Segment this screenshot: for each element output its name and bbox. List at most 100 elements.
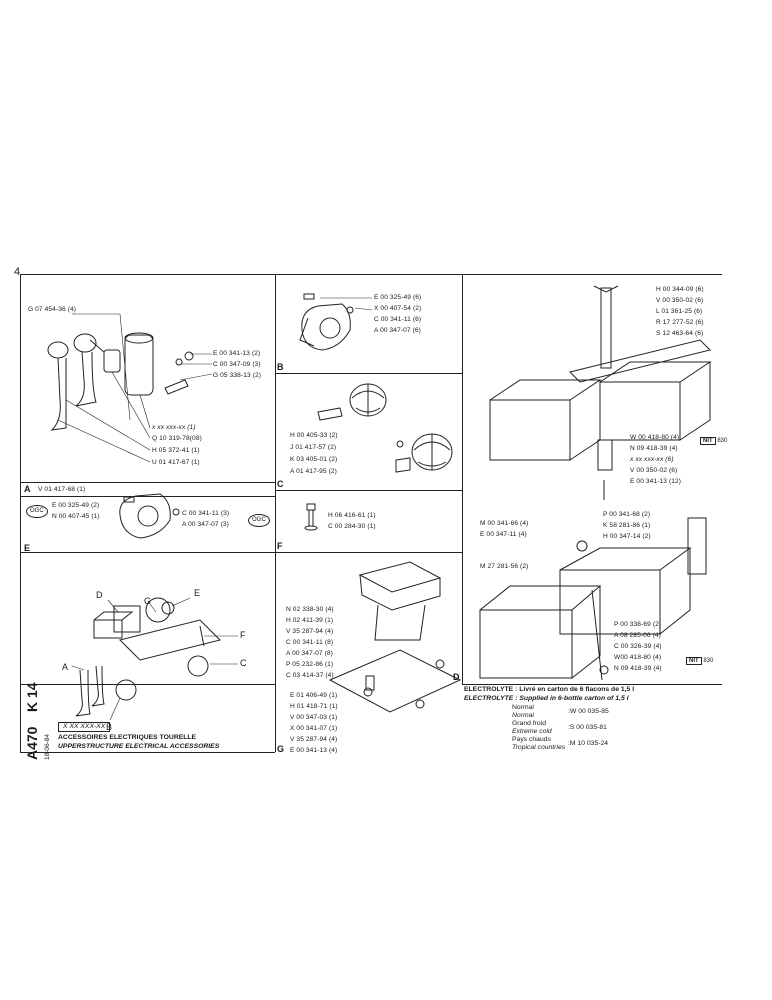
corner-mark: 4 [14,266,21,278]
title-en: UPPERSTRUCTURE ELECTRICAL ACCESSORIES [58,743,220,750]
ref-d-15: H 00 347-14 (2) [603,533,651,540]
frame-cf [275,490,462,491]
ref-d-14: K 58 281-86 (1) [603,522,651,529]
ref-d-6: N 09 418-39 (4) [630,445,678,452]
part-number: X XX XXX-XX [58,722,111,732]
ref-g-9: V 00 347-03 (1) [290,714,338,721]
electrolyte-row-0-fr: Normal [512,704,534,711]
drawing-code-k: K 14 [24,682,40,712]
ref-g-7: E 01 406-49 (1) [290,692,338,699]
ref-e-0: E 00 325-49 (2) [52,502,100,509]
frame-d-bottom [462,684,722,685]
overview-letter-f: F [240,630,246,640]
section-e-letter: E [24,543,31,553]
ref-d-5: W 00 418-80 (4) [630,434,680,441]
ref-c-1: J 01 417-57 (2) [290,444,337,451]
ref-d-7: x xx xxx-xx (6) [630,456,674,463]
overview-drawing [75,597,221,717]
battery-drawing-bottom [479,517,707,681]
frame-bottom-e [20,552,275,553]
ref-c-2: K 03 405-01 (2) [290,456,338,463]
frame-title-top [20,684,275,685]
frame-fg [275,552,462,553]
drawing-code-a: A470 [24,726,40,760]
ref-b-3: A 00 347-07 (6) [374,327,421,334]
ref-g-5: P 05 232-86 (1) [286,661,334,668]
ref-g-8: H 01 418-71 (1) [290,703,338,710]
ref-d-17: A 08 285-06 (4) [614,632,661,639]
ref-a-2: C 00 347-09 (3) [213,361,261,368]
switch-drawing-e [119,493,180,539]
ref-a-1: E 00 341-13 (2) [213,350,261,357]
battery-drawing-top [489,285,712,500]
ref-d-1: V 00 350-02 (6) [656,297,704,304]
electrolyte-row-2-ref: :M 10 035-24 [568,740,609,747]
section-d-letter: D [453,672,460,682]
title-fr: ACCESSOIRES ELECTRIQUES TOURELLE [58,734,197,741]
frame-divider-2 [462,274,463,684]
ref-g-1: H 02 411-39 (1) [286,617,334,624]
ref-d-9: E 00 341-13 (12) [630,478,682,485]
frame-a-footer [20,482,275,483]
ref-f-1: C 00 284-30 (1) [328,523,376,530]
electrolyte-row-1-ref: :S 00 035-81 [568,724,607,731]
ref-g-2: V 35 287-94 (4) [286,628,334,635]
frame-divider-1 [275,274,276,752]
overview-letter-g: G [144,596,152,606]
section-f-letter: F [277,541,283,551]
ref-d-12: M 27 281-56 (2) [480,563,529,570]
overview-letter-a: A [62,662,69,672]
electrolyte-row-2-en: Tropical countries [512,744,566,751]
ogc-badge-left: OGC [26,505,48,518]
ref-d-10: M 00 341-66 (4) [480,520,529,527]
ref-g-0: N 02 338-30 (4) [286,606,334,613]
ref-c-0: H 00 405-33 (2) [290,432,338,439]
ref-a-6: H 05 372-41 (1) [152,447,200,454]
ref-e-1: N 00 407-45 (1) [52,513,100,520]
ref-f-0: H 06 416-61 (1) [328,512,376,519]
electrolyte-en: ELECTROLYTE : Supplied in 6-bottle carto… [464,695,629,702]
ref-a-7: U 01 417-67 (1) [152,459,200,466]
ref-b-0: E 00 325-49 (6) [374,294,422,301]
mount-drawing-g [328,561,462,713]
ref-g-12: E 00 341-13 (4) [290,747,338,754]
ref-d-3: R 17 277-52 (6) [656,319,704,326]
ref-d-13: P 00 341-68 (2) [603,511,651,518]
bolt-drawing-f [304,503,318,531]
ref-g-10: X 00 341-07 (1) [290,725,338,732]
ref-a-5: Q 10 319-78(08) [152,435,202,442]
nit-number-1: 830 [717,438,728,444]
nit-number-2: 830 [703,658,714,664]
overview-letter-b: B [106,722,113,732]
ref-g-4: A 00 347-07 (8) [286,650,333,657]
overview-letter-e: E [194,588,201,598]
drawing-date: 18-06-84 [44,733,51,760]
frame-bottom [20,752,275,753]
ref-d-8: V 00 350-02 (6) [630,467,678,474]
ref-d-11: E 00 347-11 (4) [480,531,527,538]
ref-d-0: H 00 344-09 (6) [656,286,704,293]
ref-g-3: C 00 341-11 (8) [286,639,334,646]
ref-e-3: A 00 347-07 (3) [182,521,229,528]
frame-bottom-a [20,496,275,497]
ref-b-2: C 00 341-11 (6) [374,316,422,323]
section-b-letter: B [277,362,284,372]
ref-c-3: A 01 417-95 (2) [290,468,337,475]
ref-a-0: G 07 454-36 (4) [28,306,77,313]
ref-d-2: L 01 361-25 (6) [656,308,703,315]
electrolyte-row-1-en: Extreme cold [512,728,552,735]
nit-badge-1: NIT 830 [700,437,727,445]
section-c-letter: C [277,479,284,489]
frame-left [20,274,21,752]
ref-d-19: W00 418-80 (4) [614,654,662,661]
overview-letter-d: D [96,590,103,600]
section-a-letter: A [24,484,31,494]
nit-label-2: NIT [686,657,702,665]
electrolyte-row-0-en: Normal [512,712,534,719]
electrolyte-row-2-fr: Pays chauds [512,736,551,743]
ref-e-2: C 00 341-11 (3) [182,510,230,517]
horn-drawing [47,332,194,431]
ref-a-footer: V 01 417-68 (1) [38,486,86,493]
